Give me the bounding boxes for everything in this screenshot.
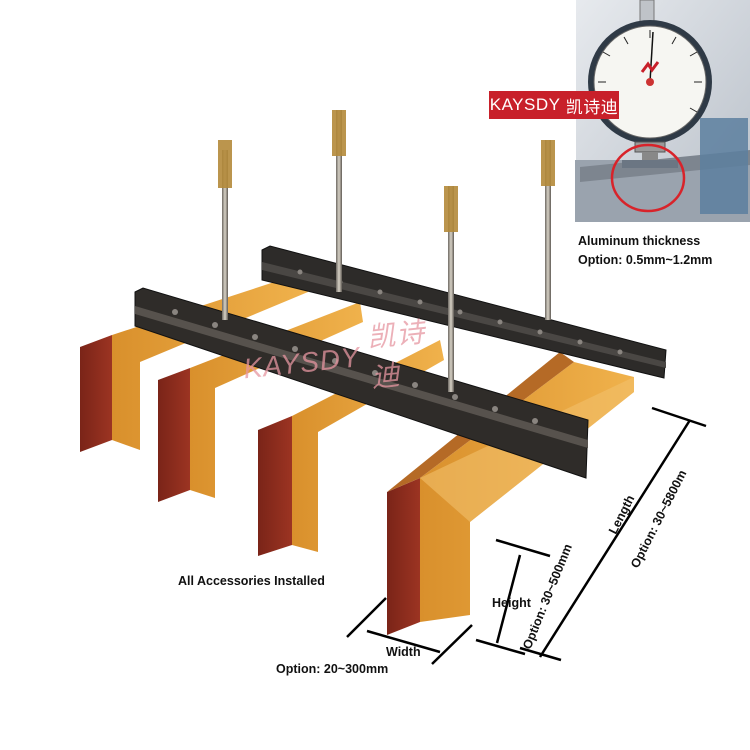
suspension-rods — [218, 110, 555, 392]
length-top-tick — [651, 406, 707, 428]
rod-2 — [336, 110, 342, 292]
width-option: Option: 20~300mm — [276, 662, 389, 676]
length-bottom-tick — [519, 646, 562, 662]
watermark-chinese: 凯诗迪 — [365, 316, 427, 394]
dimension-lines — [346, 406, 707, 665]
width-left-tick — [346, 597, 387, 638]
baffle-1-side — [80, 335, 112, 452]
brand-logo: KAYSDY 凯诗迪 — [489, 91, 619, 119]
height-line — [495, 554, 522, 644]
gauge-needle — [649, 31, 654, 83]
thickness-highlight-circle — [610, 143, 686, 213]
thickness-option: Option: 0.5mm~1.2mm — [578, 253, 713, 267]
watermark-name: KAYSDY — [241, 341, 363, 385]
baffle-3-side — [258, 416, 292, 556]
baffle-4-side — [387, 478, 420, 635]
height-bottom-tick — [475, 638, 526, 656]
width-right-tick — [431, 624, 473, 665]
rod-3 — [448, 186, 454, 392]
carrier-rails — [134, 245, 667, 479]
height-top-tick — [495, 538, 551, 558]
length-line — [538, 419, 692, 658]
height-title: Height — [492, 596, 531, 610]
thickness-gauge-photo — [575, 0, 750, 222]
width-title: Width — [386, 645, 421, 659]
brand-logo-name: KAYSDY — [489, 95, 561, 114]
brand-logo-chinese: 凯诗迪 — [565, 97, 619, 117]
baffle-2-side — [158, 368, 190, 502]
rod-1 — [222, 150, 228, 320]
rod-4 — [545, 140, 551, 320]
accessories-label: All Accessories Installed — [178, 574, 325, 588]
width-line — [366, 629, 441, 654]
thickness-title: Aluminum thickness — [578, 234, 701, 248]
carrier-rail-front — [134, 287, 589, 479]
